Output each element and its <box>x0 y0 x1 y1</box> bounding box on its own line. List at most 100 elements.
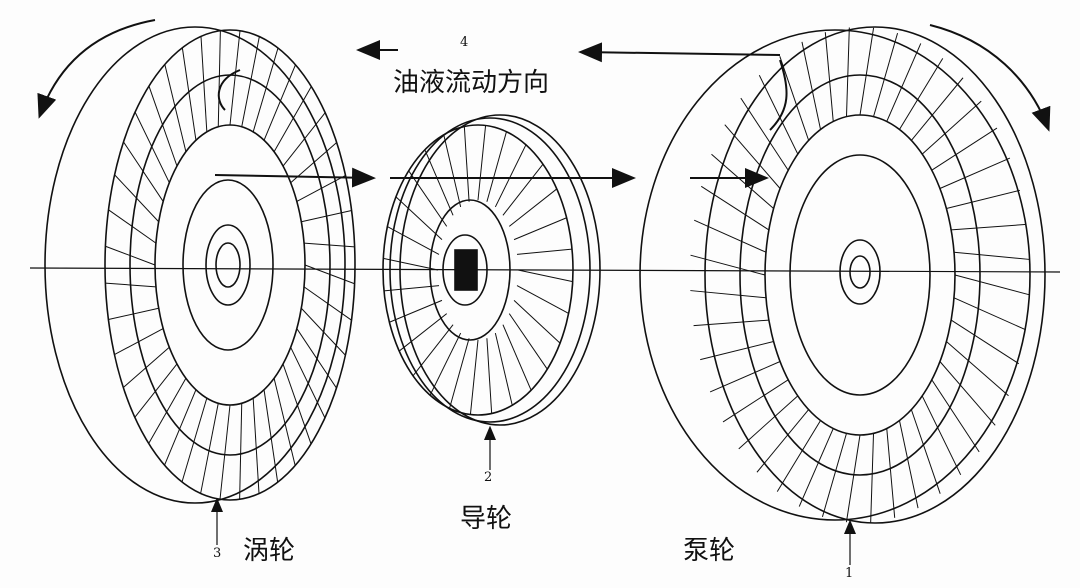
blade <box>738 395 799 450</box>
stator-label: 导轮 <box>460 504 513 534</box>
blade <box>304 242 355 248</box>
blade <box>946 341 1009 397</box>
blade <box>108 209 157 244</box>
blade <box>899 58 944 130</box>
blade <box>939 157 1011 189</box>
blade <box>693 219 767 253</box>
blade <box>724 124 781 189</box>
blade <box>946 189 1020 210</box>
blade <box>951 223 1027 231</box>
blade <box>939 361 996 426</box>
blade <box>516 285 569 314</box>
blade <box>263 389 279 483</box>
blade <box>700 185 770 231</box>
blade <box>443 134 462 208</box>
blade <box>931 127 998 171</box>
blade <box>300 307 346 356</box>
blade <box>282 363 312 445</box>
blade <box>200 403 219 494</box>
blade <box>931 379 980 453</box>
blade <box>921 100 982 155</box>
stator-number-label: 2 <box>484 470 493 485</box>
blade <box>108 307 159 321</box>
center-axis <box>29 267 1061 273</box>
blade <box>779 56 810 141</box>
blade <box>722 379 789 423</box>
blade <box>134 111 170 183</box>
blade <box>252 398 260 494</box>
blade <box>516 248 573 255</box>
blade <box>513 217 567 241</box>
blade <box>273 378 296 466</box>
blade <box>953 297 1027 331</box>
blade <box>217 30 221 127</box>
blade <box>241 36 260 127</box>
flow-direction-label: 油液流动方向 <box>393 68 550 98</box>
blade <box>296 328 337 389</box>
blade <box>383 285 440 292</box>
blade <box>910 77 964 141</box>
blade <box>821 433 847 518</box>
blade <box>263 64 296 141</box>
blade <box>290 347 326 419</box>
blade <box>898 420 919 509</box>
stator-wheel <box>382 114 601 426</box>
blade <box>756 409 810 473</box>
pump-number-label: 1 <box>845 566 854 581</box>
blade <box>449 338 470 409</box>
blade <box>105 282 156 288</box>
turbine-number-label: 3 <box>213 546 222 561</box>
blade <box>477 125 487 201</box>
blade <box>389 299 443 323</box>
blade <box>114 174 160 223</box>
blade <box>301 209 352 223</box>
turbine-label: 涡轮 <box>243 536 296 566</box>
blade <box>517 269 573 283</box>
blade <box>273 86 312 152</box>
blade <box>181 47 197 141</box>
blade <box>700 340 774 361</box>
blade <box>709 361 781 393</box>
blade <box>711 153 774 209</box>
blade <box>134 363 178 418</box>
blade <box>164 389 197 466</box>
blade <box>845 434 861 523</box>
blade <box>513 300 561 344</box>
blade <box>508 313 548 370</box>
blade <box>486 338 493 414</box>
blade <box>950 319 1020 365</box>
blade <box>424 149 454 216</box>
blade <box>122 346 170 388</box>
blade <box>798 428 834 507</box>
blade <box>463 126 470 202</box>
blade <box>303 286 352 321</box>
blade <box>148 378 187 444</box>
blade <box>953 251 1030 260</box>
blade <box>469 339 479 415</box>
blade <box>886 428 896 518</box>
blade <box>387 226 440 255</box>
blade <box>383 257 439 271</box>
turbine-wheel <box>44 26 356 504</box>
blade <box>886 43 922 122</box>
blade <box>219 404 231 500</box>
blade <box>395 196 443 240</box>
blade <box>252 47 279 132</box>
blade <box>114 328 164 356</box>
blade <box>845 27 850 117</box>
blade <box>494 332 513 406</box>
blade <box>123 141 164 202</box>
blade <box>873 32 899 117</box>
blade <box>486 131 507 202</box>
blade <box>921 395 962 476</box>
blade <box>229 30 241 126</box>
blade <box>824 32 834 122</box>
blade <box>412 324 454 377</box>
blade <box>693 319 769 327</box>
pump-label: 泵轮 <box>683 536 736 566</box>
pump-wheel <box>639 26 1046 524</box>
blade <box>910 409 941 494</box>
blade <box>304 264 355 285</box>
